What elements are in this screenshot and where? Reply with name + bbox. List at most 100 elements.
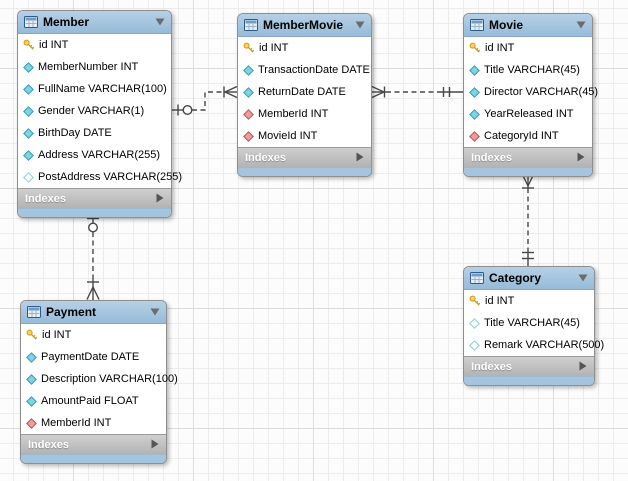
table-header[interactable]: Category: [464, 267, 594, 290]
column-text: id INT: [485, 295, 515, 307]
foreign-key-icon: [243, 130, 254, 142]
column-text: id INT: [485, 42, 515, 54]
column-row[interactable]: id INT: [464, 290, 594, 312]
primary-key-icon: [26, 329, 38, 341]
table-header[interactable]: Member: [18, 11, 171, 34]
column-text: id INT: [259, 42, 289, 54]
table-icon: [24, 16, 38, 28]
column-row[interactable]: BirthDay DATE: [18, 122, 171, 144]
foreign-key-icon: [469, 130, 480, 142]
column-text: Remark VARCHAR(500): [484, 339, 605, 351]
column-icon: [469, 108, 480, 120]
column-text: MovieId INT: [258, 130, 318, 142]
table-footer: [238, 167, 371, 176]
column-icon: [23, 83, 34, 95]
column-row[interactable]: Director VARCHAR(45): [464, 81, 598, 103]
column-text: Address VARCHAR(255): [38, 149, 161, 161]
column-row[interactable]: Remark VARCHAR(500): [464, 334, 604, 356]
column-text: MemberId INT: [258, 108, 329, 120]
column-row[interactable]: MovieId INT: [238, 125, 371, 147]
column-row[interactable]: id INT: [238, 37, 371, 59]
column-text: Title VARCHAR(45): [484, 317, 580, 329]
column-text: CategoryId INT: [484, 130, 559, 142]
expand-arrow-icon[interactable]: [579, 358, 587, 376]
column-text: MemberNumber INT: [38, 61, 139, 73]
column-row[interactable]: id INT: [464, 37, 592, 59]
column-text: Gender VARCHAR(1): [38, 105, 145, 117]
expand-arrow-icon[interactable]: [577, 149, 585, 167]
indexes-row[interactable]: Indexes: [18, 188, 171, 208]
column-row[interactable]: Title VARCHAR(45): [464, 312, 594, 334]
collapse-triangle-icon[interactable]: [578, 274, 588, 282]
table-icon: [244, 19, 258, 31]
column-row[interactable]: MemberNumber INT: [18, 56, 171, 78]
indexes-row[interactable]: Indexes: [464, 356, 594, 376]
relationship-member-payment[interactable]: [86, 213, 100, 300]
column-list: id INT TransactionDate DATE ReturnDate DAT…: [238, 37, 371, 147]
table-title: Payment: [46, 305, 97, 319]
column-row[interactable]: PaymentDate DATE: [21, 346, 166, 368]
column-list: id INT Title VARCHAR(45) Director VARCHAR(…: [464, 37, 598, 147]
table-member[interactable]: Member id INT MemberNumber INT FullName VA…: [17, 10, 182, 218]
table-title: Movie: [489, 18, 524, 32]
collapse-triangle-icon[interactable]: [355, 21, 365, 29]
column-nullable-icon: [469, 339, 480, 351]
table-header[interactable]: Movie: [464, 14, 592, 37]
table-icon: [27, 306, 41, 318]
indexes-row[interactable]: Indexes: [464, 147, 592, 167]
collapse-triangle-icon[interactable]: [150, 308, 160, 316]
indexes-row[interactable]: Indexes: [238, 147, 371, 167]
column-row[interactable]: YearReleased INT: [464, 103, 592, 125]
column-icon: [469, 64, 480, 76]
column-row[interactable]: ReturnDate DATE: [238, 81, 371, 103]
column-row[interactable]: MemberId INT: [21, 412, 166, 434]
expand-arrow-icon[interactable]: [356, 149, 364, 167]
table-title: MemberMovie: [263, 18, 344, 32]
column-text: Title VARCHAR(45): [484, 64, 580, 76]
column-icon: [243, 64, 254, 76]
column-row[interactable]: TransactionDate DATE: [238, 59, 371, 81]
column-list: id INT MemberNumber INT FullName VARCHAR(1…: [18, 34, 182, 188]
expand-arrow-icon[interactable]: [151, 436, 159, 454]
relationship-movie-category[interactable]: [521, 173, 535, 266]
column-row[interactable]: AmountPaid FLOAT: [21, 390, 166, 412]
table-category[interactable]: Category id INT Title VARCHAR(45) Remark V…: [463, 266, 604, 386]
column-row[interactable]: id INT: [18, 34, 171, 56]
collapse-triangle-icon[interactable]: [576, 21, 586, 29]
column-text: ReturnDate DATE: [258, 86, 346, 98]
table-icon: [470, 19, 484, 31]
column-text: BirthDay DATE: [38, 127, 112, 139]
column-row[interactable]: Title VARCHAR(45): [464, 59, 592, 81]
table-header[interactable]: Payment: [21, 301, 166, 324]
relationship-membermovie-movie[interactable]: [371, 85, 463, 99]
table-movie[interactable]: Movie id INT Title VARCHAR(45) Director VA…: [463, 13, 598, 177]
column-row[interactable]: CategoryId INT: [464, 125, 592, 147]
column-text: PostAddress VARCHAR(255): [38, 171, 183, 183]
table-footer: [21, 454, 166, 463]
column-nullable-icon: [23, 171, 34, 183]
column-row[interactable]: Gender VARCHAR(1): [18, 100, 171, 122]
column-row[interactable]: PostAddress VARCHAR(255): [18, 166, 182, 188]
table-membermovie[interactable]: MemberMovie id INT TransactionDate DATE Re…: [237, 13, 372, 177]
indexes-label: Indexes: [471, 360, 512, 373]
relationship-member-membermovie[interactable]: [172, 85, 238, 116]
indexes-row[interactable]: Indexes: [21, 434, 166, 454]
primary-key-icon: [23, 39, 35, 51]
indexes-label: Indexes: [28, 438, 69, 451]
collapse-triangle-icon[interactable]: [155, 18, 165, 26]
indexes-label: Indexes: [245, 151, 286, 164]
column-row[interactable]: Address VARCHAR(255): [18, 144, 171, 166]
column-icon: [26, 395, 37, 407]
expand-arrow-icon[interactable]: [156, 190, 164, 208]
column-text: id INT: [39, 39, 69, 51]
column-row[interactable]: FullName VARCHAR(100): [18, 78, 171, 100]
column-row[interactable]: MemberId INT: [238, 103, 371, 125]
column-row[interactable]: Description VARCHAR(100): [21, 368, 178, 390]
indexes-label: Indexes: [25, 192, 66, 205]
table-footer: [464, 167, 592, 176]
column-row[interactable]: id INT: [21, 324, 166, 346]
table-header[interactable]: MemberMovie: [238, 14, 371, 37]
column-icon: [243, 86, 254, 98]
